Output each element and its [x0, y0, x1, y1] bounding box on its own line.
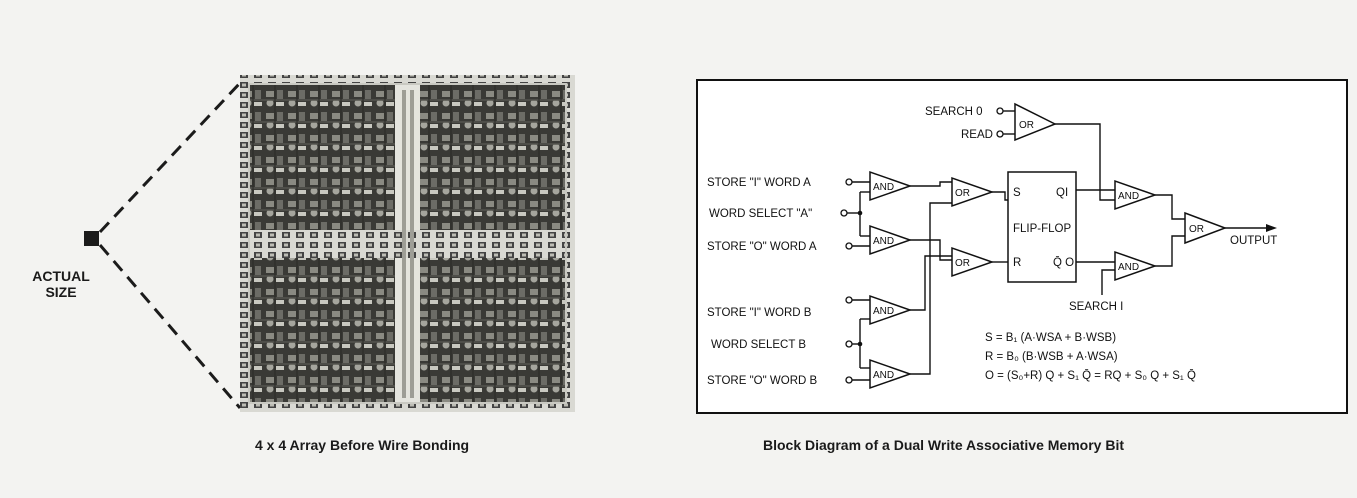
or-label: OR — [955, 188, 970, 199]
right-figure-caption: Block Diagram of a Dual Write Associativ… — [763, 437, 1124, 453]
label-store0-word-a: STORE "O" WORD A — [707, 241, 817, 253]
and-label: AND — [1118, 191, 1139, 202]
equation-s: S = B₁ (A·WSA + B·WSB) — [985, 332, 1116, 344]
or-label: OR — [1189, 224, 1204, 235]
or-label: OR — [1019, 120, 1034, 131]
flipflop-title: FLIP-FLOP — [1013, 223, 1071, 235]
label-word-select-a: WORD SELECT "A" — [709, 208, 812, 220]
label-word-select-b: WORD SELECT B — [711, 339, 806, 351]
and-label: AND — [873, 306, 894, 317]
label-search-1: SEARCH I — [1069, 301, 1123, 313]
flipflop-r-label: R — [1013, 257, 1021, 269]
block-diagram: AND AND AND AND OR OR OR AND AND OR S R … — [0, 0, 1357, 430]
and-label: AND — [873, 236, 894, 247]
and-label: AND — [1118, 262, 1139, 273]
and-label: AND — [873, 182, 894, 193]
left-figure-caption: 4 x 4 Array Before Wire Bonding — [255, 437, 469, 453]
or-label: OR — [955, 258, 970, 269]
flipflop-q1-label: QI — [1056, 187, 1068, 199]
equation-o: O = (S₀+R) Q + S₁ Q̄ = RQ + S₀ Q + S₁ Q̄ — [985, 369, 1196, 382]
and-label: AND — [873, 370, 894, 381]
equation-r: R = B₀ (B·WSB + A·WSA) — [985, 351, 1118, 363]
label-store1-word-b: STORE "I" WORD B — [707, 307, 812, 319]
flipflop-s-label: S — [1013, 187, 1021, 199]
label-store1-word-a: STORE "I" WORD A — [707, 177, 811, 189]
label-search-0: SEARCH 0 — [925, 106, 983, 118]
label-output: OUTPUT — [1230, 235, 1277, 247]
label-store0-word-b: STORE "O" WORD B — [707, 375, 818, 387]
label-read: READ — [961, 129, 993, 141]
flipflop-q0-label: Q̄ O — [1053, 256, 1074, 269]
